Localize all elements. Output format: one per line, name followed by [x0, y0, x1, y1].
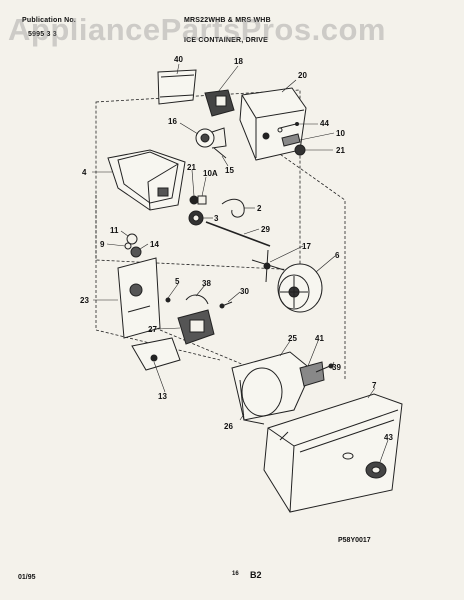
model-numbers: MRS22WHB & MRS WHB: [184, 17, 271, 24]
publication-label: Publication No.: [22, 17, 76, 24]
footer-date: 01/95: [18, 574, 36, 581]
part-44-screw: [279, 122, 299, 129]
callout-10: 10: [336, 129, 345, 138]
section-title: ICE CONTAINER, DRIVE: [184, 37, 268, 44]
part-4-bucket-front: [107, 149, 186, 211]
part-5-screw: [165, 297, 171, 303]
callout-18: 18: [234, 57, 243, 66]
callout-27: 27: [148, 325, 157, 334]
part-23-plate: [117, 257, 161, 339]
part-18-motor: [204, 89, 235, 117]
part-21-nut-upper: [294, 144, 306, 156]
publication-number: 5995 3 3: [28, 31, 57, 38]
part-41-lever: [299, 361, 325, 387]
callout-41: 41: [315, 334, 324, 343]
part-10A-bushing: [197, 195, 207, 205]
footer-page-number: 16: [232, 571, 239, 577]
callout-25: 25: [288, 334, 297, 343]
part-13-bracket: [131, 337, 181, 371]
part-26-housing: [239, 379, 265, 425]
part-27-solenoid: [177, 309, 215, 345]
part-17-spider: [251, 249, 285, 283]
part-10-bracket: [281, 133, 301, 147]
part-38-wire: [185, 294, 209, 305]
part-2-spring: [221, 198, 245, 218]
callout-4: 4: [82, 168, 87, 177]
part-14-clip: [130, 246, 142, 258]
callout-6: 6: [335, 251, 340, 260]
callout-21-upper: 21: [336, 146, 345, 155]
assembly-outline-lower: [159, 329, 281, 381]
callout-21-lower: 21: [187, 163, 196, 172]
callout-20: 20: [298, 71, 307, 80]
callout-3: 3: [214, 214, 219, 223]
callout-2: 2: [257, 204, 262, 213]
callout-23: 23: [80, 296, 89, 305]
callout-17: 17: [302, 242, 311, 251]
part-6-wheel: [277, 263, 323, 313]
callout-16: 16: [168, 117, 177, 126]
callout-29: 29: [261, 225, 270, 234]
part-15-terminal: [213, 147, 227, 159]
callout-15: 15: [225, 166, 234, 175]
part-29-auger-shaft: [205, 221, 271, 247]
assembly-outline-right: [259, 139, 346, 380]
part-11-washer: [126, 233, 138, 245]
part-43-washer: [365, 461, 387, 479]
callout-9: 9: [100, 240, 105, 249]
part-9-ring: [124, 242, 132, 250]
callout-44: 44: [320, 119, 329, 128]
callout-43: 43: [384, 433, 393, 442]
callout-39: 39: [332, 363, 341, 372]
callout-7: 7: [372, 381, 377, 390]
part-39-screw: [315, 363, 334, 373]
part-30-screw: [219, 301, 233, 309]
callout-30: 30: [240, 287, 249, 296]
callout-38: 38: [202, 279, 211, 288]
diagram-code: P58Y0017: [338, 537, 371, 544]
assembly-outline-left: [95, 195, 221, 361]
part-3-gear: [188, 210, 204, 226]
callout-10A: 10A: [203, 169, 218, 178]
callout-11: 11: [110, 226, 119, 235]
callout-13: 13: [158, 392, 167, 401]
part-16-switch: [195, 127, 227, 149]
part-25-door: [231, 351, 313, 421]
part-40-cover: [157, 69, 197, 105]
watermark-logo: AppliancePartsPros.com: [8, 12, 386, 47]
part-21-nut-lower: [189, 195, 199, 205]
part-7-ice-bucket: [263, 393, 403, 513]
callout-14: 14: [150, 240, 159, 249]
footer-page-code: B2: [250, 570, 262, 580]
callout-5: 5: [175, 277, 180, 286]
callout-26: 26: [224, 422, 233, 431]
callout-40: 40: [174, 55, 183, 64]
